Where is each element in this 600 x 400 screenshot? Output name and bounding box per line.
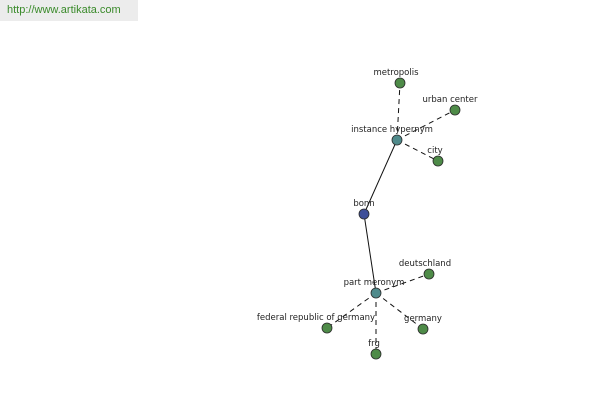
node-dot-frg[interactable] [370, 348, 382, 360]
node-instance-hypernym[interactable]: instance hypernym [351, 125, 433, 146]
edge-instance-hypernym-to-city [396, 139, 439, 162]
node-label-deutschland: deutschland [399, 259, 451, 269]
node-urban-center[interactable]: urban center [423, 95, 478, 116]
node-dot-part-meronym[interactable] [370, 287, 382, 299]
node-label-instance-hypernym: instance hypernym [351, 125, 433, 135]
node-dot-city[interactable] [432, 155, 444, 167]
graph-edges [326, 82, 456, 354]
edge-bonn-to-part-meronym [363, 213, 377, 294]
node-label-germany: germany [404, 314, 442, 324]
node-dot-bonn[interactable] [358, 208, 370, 220]
node-federal-republic-of-germany[interactable]: federal republic of germany [257, 313, 375, 334]
node-label-city: city [427, 146, 442, 156]
node-dot-germany[interactable] [417, 323, 429, 335]
node-city[interactable]: city [427, 146, 444, 167]
node-label-frg: frg [368, 339, 380, 349]
node-label-urban-center: urban center [423, 95, 478, 105]
node-germany[interactable]: germany [404, 314, 442, 335]
edge-part-meronym-to-federal-republic-of-germany [326, 292, 377, 329]
node-deutschland[interactable]: deutschland [399, 259, 451, 280]
node-label-bonn: bonn [353, 199, 374, 209]
node-dot-deutschland[interactable] [423, 268, 435, 280]
node-metropolis[interactable]: metropolis [373, 68, 419, 89]
node-label-part-meronym: part meronym [344, 278, 405, 288]
edge-part-meronym-to-deutschland [375, 273, 430, 294]
site-url-link[interactable]: http://www.artikata.com [7, 4, 121, 16]
url-banner: http://www.artikata.com [0, 0, 138, 21]
node-dot-metropolis[interactable] [394, 77, 406, 89]
node-label-metropolis: metropolis [373, 68, 419, 78]
edge-bonn-to-instance-hypernym [363, 139, 398, 215]
node-frg[interactable]: frg [368, 339, 382, 360]
edge-instance-hypernym-to-metropolis [396, 82, 401, 141]
node-dot-urban-center[interactable] [449, 104, 461, 116]
edge-part-meronym-to-germany [375, 292, 424, 330]
edge-instance-hypernym-to-urban-center [396, 109, 456, 141]
node-dot-instance-hypernym[interactable] [391, 134, 403, 146]
node-label-federal-republic-of-germany: federal republic of germany [257, 313, 375, 323]
node-part-meronym[interactable]: part meronym [344, 278, 405, 299]
graph-nodes: bonn instance hypernym part meronym metropo… [257, 68, 478, 360]
node-dot-federal-republic-of-germany[interactable] [321, 322, 333, 334]
node-bonn[interactable]: bonn [353, 199, 375, 220]
